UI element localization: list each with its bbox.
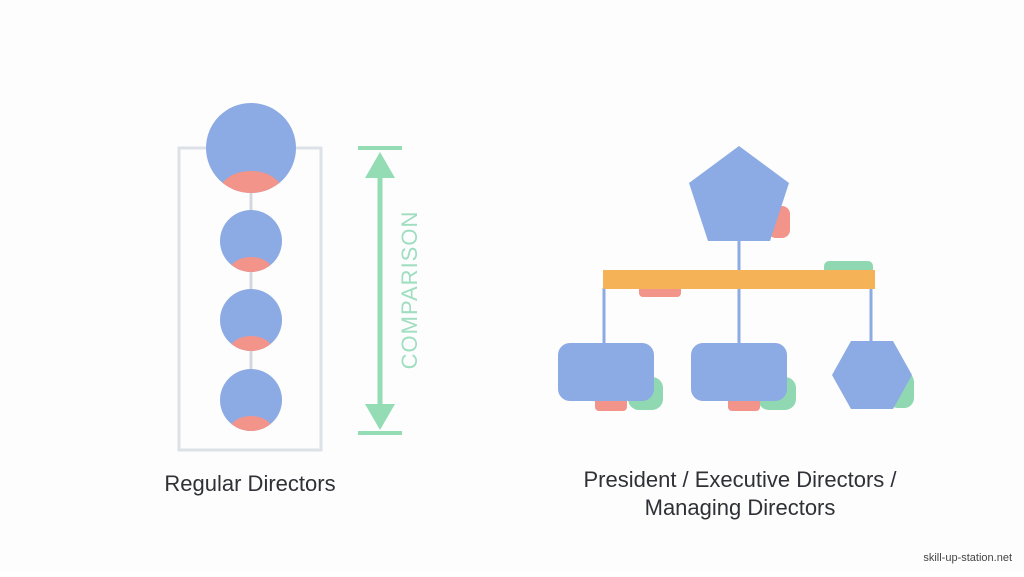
executive-bar	[603, 261, 875, 297]
director-node-large	[206, 103, 296, 193]
comparison-label: COMPARISON	[397, 211, 422, 370]
arrow-down-icon	[365, 404, 395, 430]
executive-caption-line2: Managing Directors	[644, 495, 836, 520]
comparison-arrow: COMPARISON	[358, 146, 422, 435]
executive-node-box	[691, 343, 796, 411]
director-node	[220, 210, 282, 272]
director-node	[220, 289, 282, 351]
president-node	[689, 146, 790, 241]
regular-directors-caption: Regular Directors	[164, 471, 336, 496]
executive-directors-caption: President / Executive Directors / Managi…	[520, 466, 960, 522]
executive-caption-line1: President / Executive Directors /	[583, 467, 897, 492]
arrow-up-icon	[365, 152, 395, 178]
watermark: skill-up-station.net	[923, 552, 1012, 564]
director-node	[220, 369, 282, 431]
executive-hierarchy-group	[558, 146, 914, 411]
managing-director-node	[832, 341, 914, 409]
regular-directors-group	[177, 103, 323, 452]
executive-node-box	[558, 343, 663, 411]
